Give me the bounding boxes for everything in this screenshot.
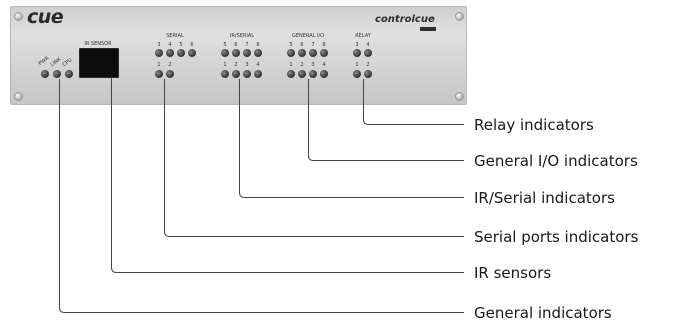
status-led-link bbox=[53, 70, 61, 78]
general-io-title: GENERAL I/O bbox=[291, 33, 325, 39]
serial-number: 6 bbox=[190, 42, 194, 48]
product-logo: controlcue bbox=[375, 14, 435, 25]
callout-general-indicators: General indicators bbox=[474, 304, 612, 322]
serial-led bbox=[177, 49, 185, 57]
general-io-led bbox=[287, 70, 295, 78]
general-io-number: 4 bbox=[322, 62, 326, 68]
general-io-led bbox=[298, 70, 306, 78]
general-io-led bbox=[309, 49, 317, 57]
serial-led bbox=[166, 49, 174, 57]
ir-serial-led bbox=[254, 70, 262, 78]
serial-led bbox=[188, 49, 196, 57]
serial-title: SERIAL bbox=[166, 33, 184, 39]
leader-line-relay bbox=[363, 79, 464, 125]
serial-number: 5 bbox=[179, 42, 183, 48]
panel-screw-top-left bbox=[14, 12, 23, 21]
serial-number: 4 bbox=[168, 42, 172, 48]
relay-led bbox=[353, 70, 361, 78]
general-io-number: 6 bbox=[300, 42, 304, 48]
general-io-led bbox=[298, 49, 306, 57]
ir-serial-number: 2 bbox=[234, 62, 238, 68]
callout-ir-serial-indicators: IR/Serial indicators bbox=[474, 189, 615, 207]
serial-number: 1 bbox=[157, 62, 161, 68]
ir-serial-led bbox=[232, 70, 240, 78]
ir-serial-number: 4 bbox=[256, 62, 260, 68]
ir-sensor-window bbox=[79, 48, 119, 78]
ir-serial-led bbox=[221, 70, 229, 78]
general-io-led bbox=[287, 49, 295, 57]
serial-led bbox=[166, 70, 174, 78]
callout-general-io-indicators: General I/O indicators bbox=[474, 152, 638, 170]
relay-title: RELAY bbox=[355, 33, 371, 39]
ir-serial-led bbox=[221, 49, 229, 57]
callout-relay-indicators: Relay indicators bbox=[474, 116, 594, 134]
leader-line-general-io bbox=[308, 79, 464, 161]
relay-number: 1 bbox=[355, 62, 359, 68]
serial-number: 3 bbox=[157, 42, 161, 48]
relay-number: 2 bbox=[366, 62, 370, 68]
relay-led bbox=[353, 49, 361, 57]
ir-serial-led bbox=[232, 49, 240, 57]
ir-serial-number: 8 bbox=[256, 42, 260, 48]
ir-serial-led bbox=[243, 49, 251, 57]
product-logo-bar bbox=[420, 27, 436, 31]
general-io-number: 3 bbox=[311, 62, 315, 68]
ir-serial-number: 3 bbox=[245, 62, 249, 68]
ir-serial-title: IR/SERIAL bbox=[229, 33, 255, 39]
ir-serial-number: 7 bbox=[245, 42, 249, 48]
callout-serial-ports-indicators: Serial ports indicators bbox=[474, 228, 639, 246]
general-io-number: 7 bbox=[311, 42, 315, 48]
relay-number: 3 bbox=[355, 42, 359, 48]
relay-number: 4 bbox=[366, 42, 370, 48]
brand-logo: cue bbox=[27, 6, 64, 28]
general-io-number: 2 bbox=[300, 62, 304, 68]
general-io-number: 5 bbox=[289, 42, 293, 48]
callout-ir-sensors: IR sensors bbox=[474, 264, 552, 282]
relay-led bbox=[364, 70, 372, 78]
status-led-pwr bbox=[41, 70, 49, 78]
relay-led bbox=[364, 49, 372, 57]
leader-line-serial bbox=[164, 79, 464, 237]
ir-serial-led bbox=[254, 49, 262, 57]
general-io-led bbox=[320, 49, 328, 57]
serial-led bbox=[155, 70, 163, 78]
general-io-number: 8 bbox=[322, 42, 326, 48]
leader-line-ir-serial bbox=[239, 79, 464, 198]
general-io-number: 1 bbox=[289, 62, 293, 68]
general-io-led bbox=[309, 70, 317, 78]
leader-line-general bbox=[59, 79, 464, 313]
ir-serial-number: 5 bbox=[223, 42, 227, 48]
panel-screw-top-right bbox=[455, 12, 464, 21]
serial-number: 2 bbox=[168, 62, 172, 68]
general-io-led bbox=[320, 70, 328, 78]
panel-screw-bottom-left bbox=[14, 92, 23, 101]
leader-line-ir-sensor bbox=[111, 77, 464, 273]
ir-sensor-label: IR SENSOR bbox=[84, 41, 112, 47]
panel-screw-bottom-right bbox=[455, 92, 464, 101]
ir-serial-number: 6 bbox=[234, 42, 238, 48]
serial-led bbox=[155, 49, 163, 57]
ir-serial-number: 1 bbox=[223, 62, 227, 68]
ir-serial-led bbox=[243, 70, 251, 78]
status-led-cpu bbox=[65, 70, 73, 78]
